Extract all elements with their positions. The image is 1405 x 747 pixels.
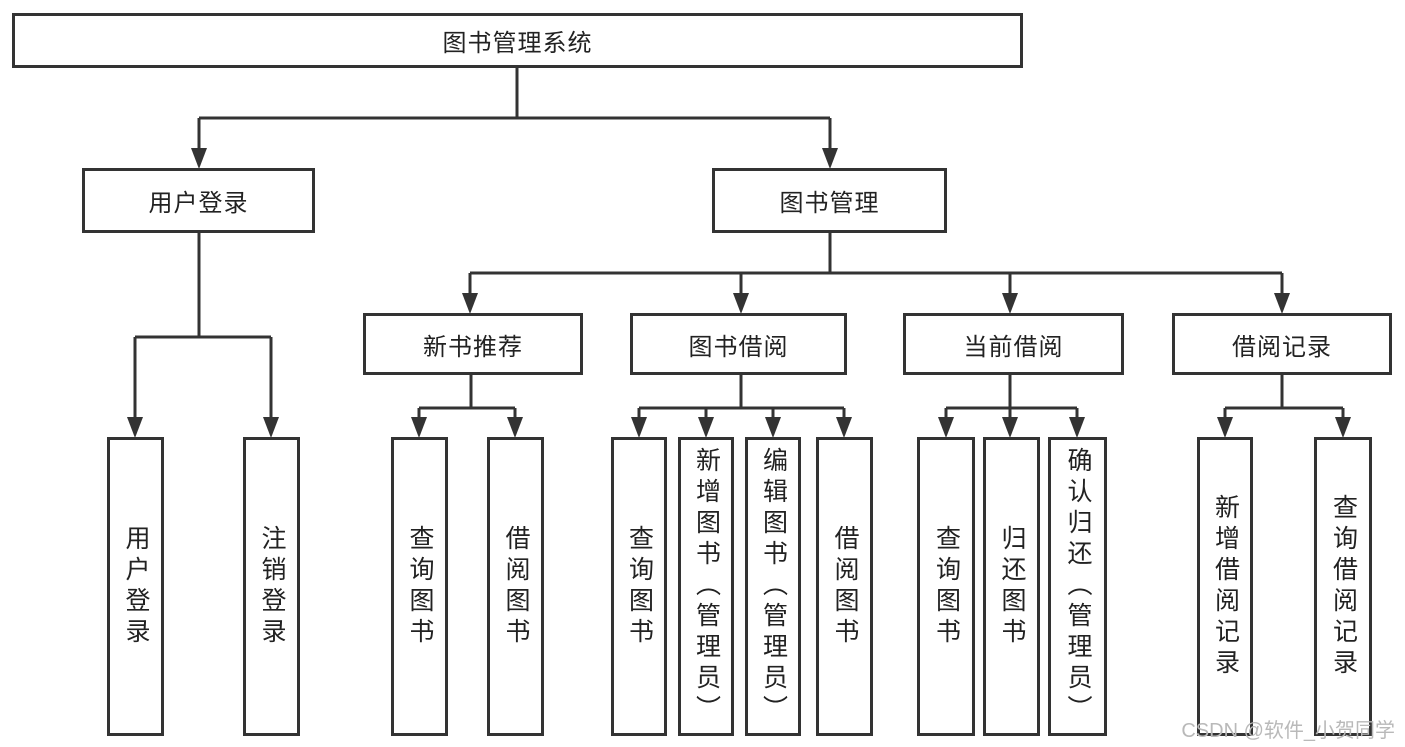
leaf-confirm-return-admin: 确认归还（管理员）	[1048, 437, 1107, 736]
leaf-add-books-admin-label: 新增图书（管理员）	[692, 447, 721, 726]
leaf-borrow-books-2: 借阅图书	[816, 437, 873, 736]
leaf-query-books-1-label: 查询图书	[406, 524, 434, 649]
leaf-query-books-2-label: 查询图书	[625, 524, 654, 649]
leaf-borrow-books-1-label: 借阅图书	[502, 524, 530, 649]
node-current-borrowing-label: 当前借阅	[963, 333, 1064, 361]
leaf-query-books-1: 查询图书	[391, 437, 448, 736]
leaf-query-books-3: 查询图书	[917, 437, 975, 736]
node-current-borrowing: 当前借阅	[903, 313, 1124, 375]
leaf-add-books-admin: 新增图书（管理员）	[678, 437, 734, 736]
node-user-login-label: 用户登录	[148, 190, 249, 217]
leaf-logout-label: 注销登录	[258, 524, 286, 649]
node-root-label: 图书管理系统	[442, 30, 593, 57]
leaf-query-books-3-label: 查询图书	[932, 524, 961, 649]
leaf-borrow-books-1: 借阅图书	[487, 437, 544, 736]
node-user-login: 用户登录	[82, 168, 315, 233]
node-book-management-label: 图书管理	[779, 190, 880, 217]
leaf-edit-books-admin-label: 编辑图书（管理员）	[759, 447, 788, 726]
leaf-return-books: 归还图书	[983, 437, 1040, 736]
leaf-query-borrow-record: 查询借阅记录	[1314, 437, 1372, 736]
node-book-borrowing-label: 图书借阅	[688, 333, 789, 361]
leaf-borrow-books-2-label: 借阅图书	[831, 524, 859, 649]
leaf-query-borrow-record-label: 查询借阅记录	[1329, 493, 1358, 680]
leaf-logout: 注销登录	[243, 437, 300, 736]
leaf-confirm-return-admin-label: 确认归还（管理员）	[1064, 447, 1092, 726]
arrowhead-icons	[127, 148, 1351, 438]
node-new-book-recommend: 新书推荐	[363, 313, 583, 375]
node-borrowing-records-label: 借阅记录	[1232, 333, 1332, 361]
leaf-query-books-2: 查询图书	[611, 437, 667, 736]
node-borrowing-records: 借阅记录	[1172, 313, 1392, 375]
leaf-edit-books-admin: 编辑图书（管理员）	[745, 437, 801, 736]
leaf-user-login: 用户登录	[107, 437, 164, 736]
node-new-book-recommend-label: 新书推荐	[423, 333, 523, 361]
leaf-add-borrow-record-label: 新增借阅记录	[1211, 493, 1240, 680]
node-root-system: 图书管理系统	[12, 13, 1023, 68]
watermark: CSDN @软件_小贺同学	[1181, 720, 1395, 742]
node-book-borrowing: 图书借阅	[630, 313, 847, 375]
node-book-management: 图书管理	[712, 168, 947, 233]
leaf-add-borrow-record: 新增借阅记录	[1197, 437, 1253, 736]
leaf-user-login-label: 用户登录	[122, 524, 150, 649]
leaf-return-books-label: 归还图书	[998, 524, 1026, 649]
